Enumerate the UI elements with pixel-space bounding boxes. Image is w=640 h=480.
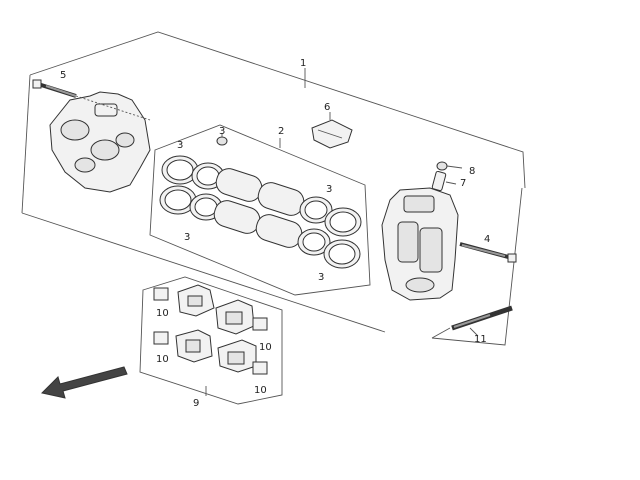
bolt-11 (431, 305, 513, 339)
label-9: 9 (193, 398, 199, 409)
pad-spring-6 (311, 112, 353, 149)
label-10: 10 (259, 342, 272, 353)
label-2: 2 (278, 126, 284, 137)
caliper-assembly-frame (21, 31, 526, 346)
label-1: 1 (300, 58, 306, 69)
label-5: 5 (60, 70, 66, 81)
label-10: 10 (254, 385, 267, 396)
part-labels: 1 2 3 3 3 3 3 4 5 6 7 8 9 10 10 10 10 11 (60, 58, 490, 409)
pistons (213, 168, 305, 248)
bleeder-valve-7 (431, 161, 463, 192)
bolt-4 (459, 242, 517, 263)
brake-pad-kit (139, 276, 283, 405)
seal-kit-frame (149, 124, 371, 296)
left-caliper-half (49, 91, 151, 193)
label-3: 3 (318, 272, 324, 283)
front-direction-arrow-icon (40, 366, 128, 399)
label-6: 6 (324, 102, 330, 113)
bolt-5 (32, 79, 151, 121)
label-3: 3 (184, 232, 190, 243)
label-3: 3 (219, 126, 225, 137)
label-4: 4 (484, 234, 490, 245)
label-11: 11 (474, 334, 487, 345)
label-10: 10 (156, 354, 169, 365)
label-7: 7 (460, 178, 466, 189)
right-caliper-half (381, 187, 459, 301)
bleeder-screw-3 (216, 133, 228, 146)
label-3: 3 (177, 140, 183, 151)
label-10: 10 (156, 308, 169, 319)
label-8: 8 (469, 166, 475, 177)
seal-rings-left (159, 155, 225, 221)
seal-rings-right (297, 196, 362, 269)
label-3: 3 (326, 184, 332, 195)
